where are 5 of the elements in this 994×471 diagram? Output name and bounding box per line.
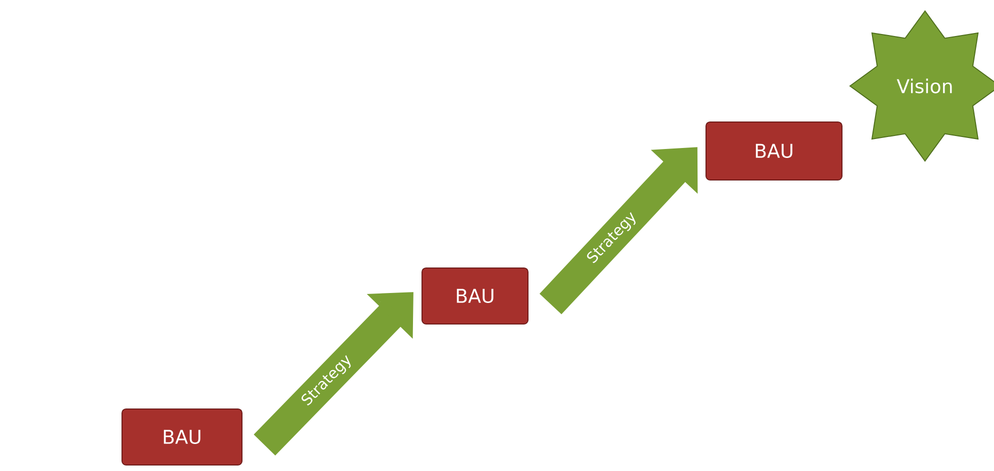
block-arrow bbox=[540, 147, 698, 314]
process-box: BAU bbox=[122, 408, 242, 466]
process-box: BAU bbox=[706, 122, 842, 180]
process-box: BAU bbox=[422, 268, 528, 324]
block-arrow bbox=[254, 292, 414, 456]
